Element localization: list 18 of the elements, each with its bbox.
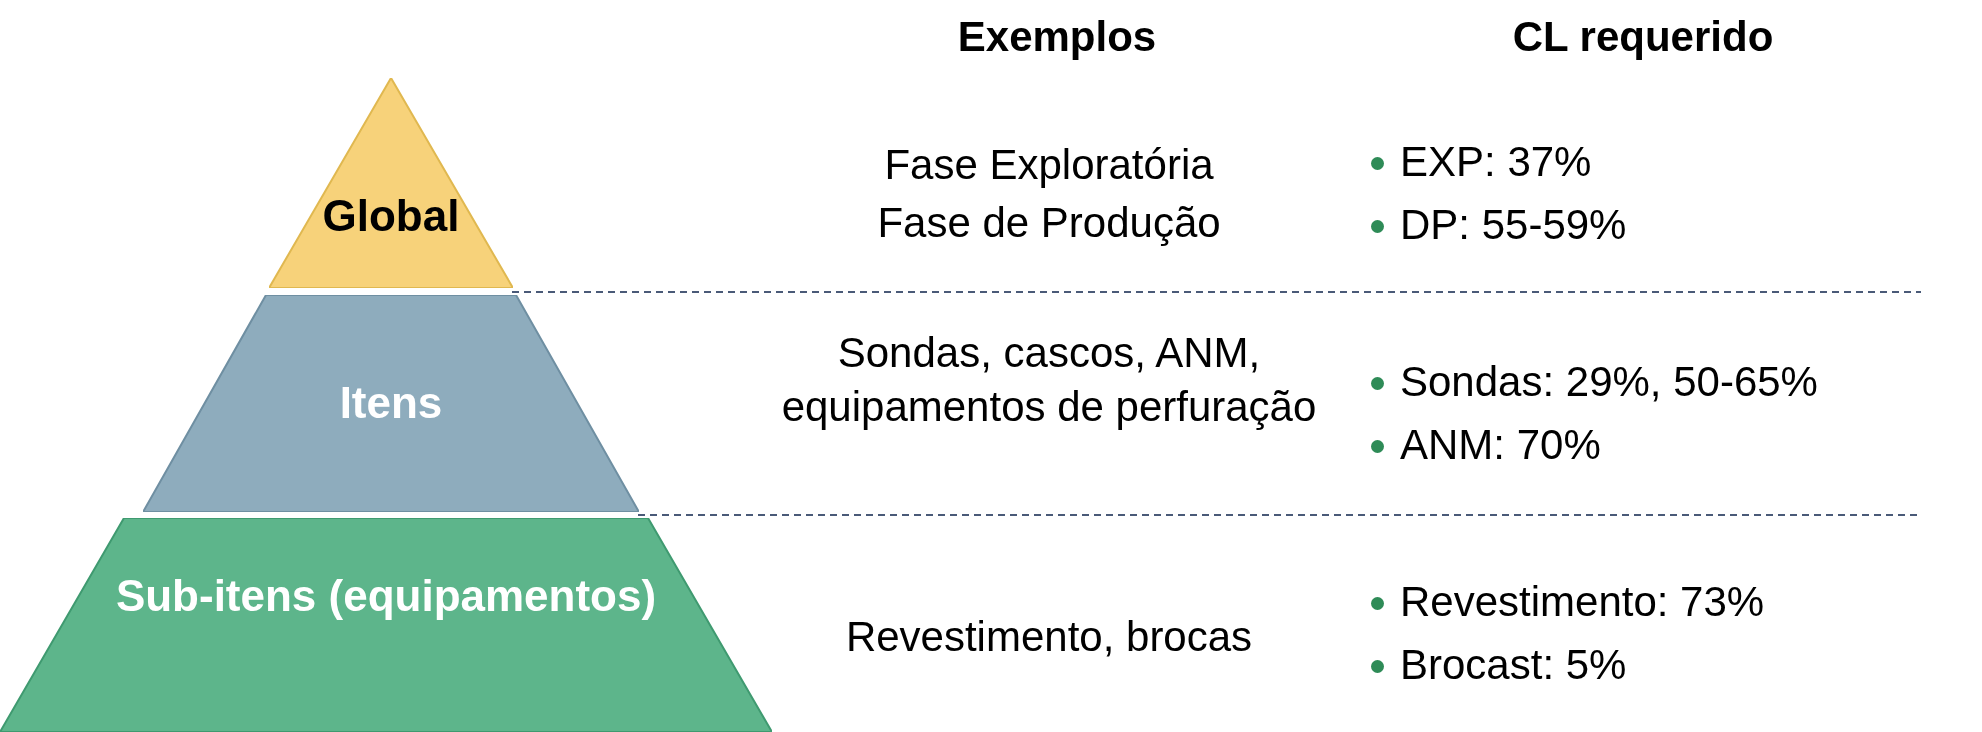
- pyramid-tier: [269, 78, 513, 288]
- example-text: Revestimento, brocas: [844, 612, 1254, 662]
- example-text: Fase de Produção: [876, 198, 1222, 248]
- example-text: Fase Exploratória: [883, 140, 1215, 190]
- example-text: Sondas, cascos, ANM, equipamentos de perfuração: [780, 328, 1318, 432]
- requirement-text: ANM: 70%: [1400, 420, 1601, 470]
- requirement-text: DP: 55-59%: [1400, 200, 1627, 250]
- tier-label: Itens: [338, 377, 444, 429]
- requirement-text: Brocast: 5%: [1400, 640, 1627, 690]
- requirement-text: Revestimento: 73%: [1400, 577, 1765, 627]
- requirement-text: Sondas: 29%, 50-65%: [1400, 357, 1818, 407]
- pyramid-tier: [143, 295, 639, 512]
- column-heading: CL requerido: [1511, 12, 1775, 62]
- tier-label: Sub-itens (equipamentos): [114, 570, 658, 622]
- tier-label: Global: [321, 190, 461, 242]
- pyramid-tier: [0, 518, 772, 732]
- requirement-text: EXP: 37%: [1400, 137, 1592, 187]
- column-heading: Exemplos: [956, 12, 1158, 62]
